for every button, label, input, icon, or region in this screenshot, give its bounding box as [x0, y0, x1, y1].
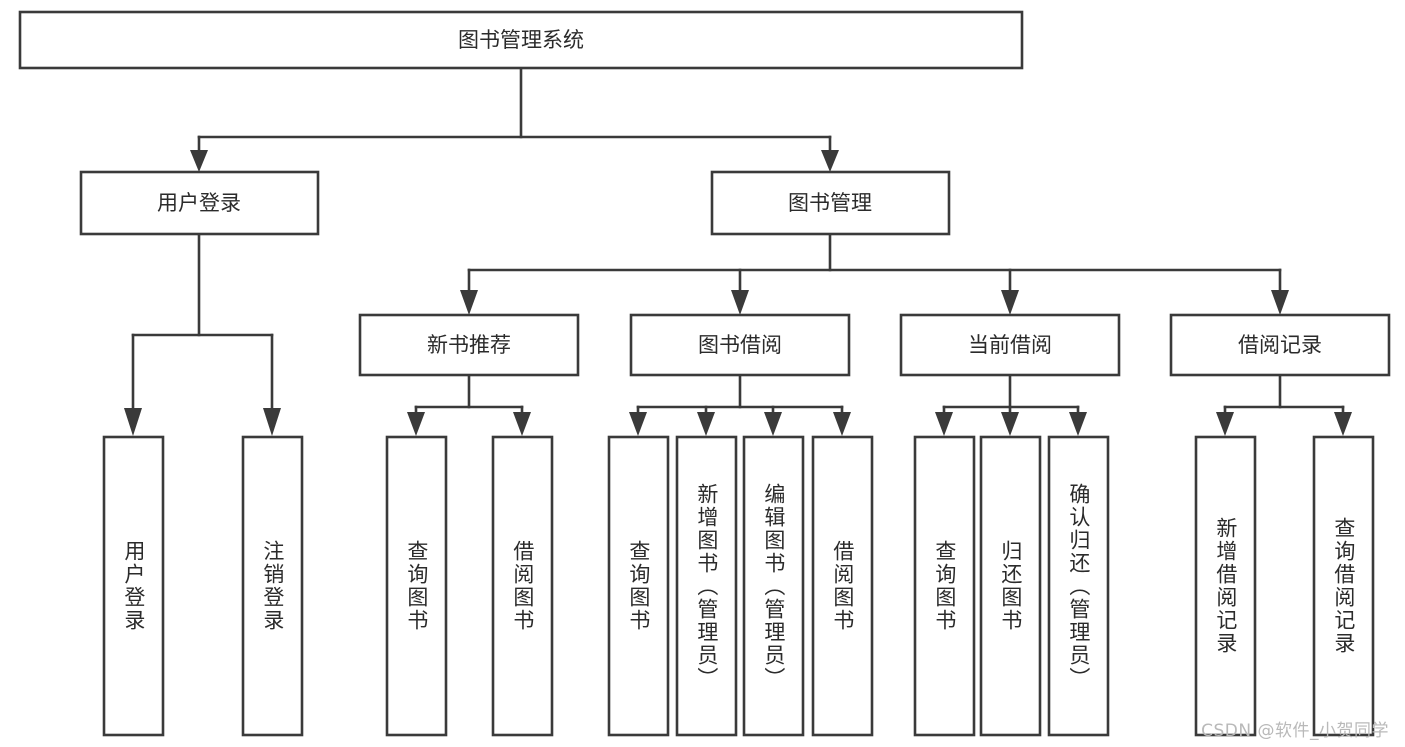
- node-leaf-borrow-book-2-box[interactable]: [811, 435, 874, 737]
- node-book-borrow-box[interactable]: [629, 313, 851, 377]
- node-leaf-borrow-book-1-box[interactable]: [491, 435, 554, 737]
- arrow-head-leaf-user-login: [124, 408, 142, 436]
- node-user-login-label: 用户登录: [157, 191, 241, 215]
- arrow-head-leaf-query-record: [1334, 412, 1352, 436]
- node-leaf-add-record-box[interactable]: [1194, 435, 1257, 737]
- node-leaf-query-record-box[interactable]: [1312, 435, 1375, 737]
- arrow-head-leaf-return-book: [1001, 412, 1019, 436]
- node-current-borrow-label: 当前借阅: [968, 333, 1052, 357]
- node-user-login[interactable]: 用户登录: [79, 170, 320, 236]
- node-user-login-box[interactable]: [79, 170, 320, 236]
- arrow-head-leaf-query-book-2: [629, 412, 647, 436]
- arrow-head-leaf-user-logout: [263, 408, 281, 436]
- arrow-head-current-borrow: [1001, 290, 1019, 315]
- arrow-head-book-manage: [821, 150, 839, 172]
- arrow-head-book-borrow: [731, 290, 749, 315]
- node-leaf-edit-book-box[interactable]: [742, 435, 805, 737]
- arrow-head-user-login: [190, 150, 208, 172]
- node-borrow-record-label: 借阅记录: [1238, 333, 1322, 357]
- node-leaf-user-login-box[interactable]: [102, 435, 165, 737]
- node-book-manage-label: 图书管理: [788, 191, 872, 215]
- node-new-book-recommend[interactable]: 新书推荐: [358, 313, 580, 377]
- node-leaf-query-book-2-box[interactable]: [607, 435, 670, 737]
- node-leaf-add-book-box[interactable]: [675, 435, 738, 737]
- arrow-head-borrow-record: [1271, 290, 1289, 315]
- arrow-head-leaf-add-record: [1216, 412, 1234, 436]
- node-book-borrow-label: 图书借阅: [698, 333, 782, 357]
- node-new-book-recommend-box[interactable]: [358, 313, 580, 377]
- arrow-head-leaf-edit-book: [764, 412, 782, 436]
- node-leaf-return-book-box[interactable]: [979, 435, 1042, 737]
- arrow-head-leaf-borrow-book-1: [513, 412, 531, 436]
- node-root[interactable]: 图书管理系统: [18, 10, 1024, 70]
- node-leaf-query-book-3-box[interactable]: [913, 435, 976, 737]
- node-new-book-recommend-label: 新书推荐: [427, 333, 511, 357]
- connector-group: [124, 66, 1352, 436]
- node-leaf-confirm-return-box[interactable]: [1047, 435, 1110, 737]
- arrow-head-leaf-borrow-book-2: [833, 412, 851, 436]
- arrow-head-new-book: [460, 290, 478, 315]
- node-book-manage-box[interactable]: [710, 170, 951, 236]
- node-leaf-user-logout-box[interactable]: [241, 435, 304, 737]
- node-current-borrow[interactable]: 当前借阅: [899, 313, 1121, 377]
- node-book-borrow[interactable]: 图书借阅: [629, 313, 851, 377]
- csdn-watermark: CSDN @软件_小贺同学: [1201, 721, 1389, 741]
- node-book-manage[interactable]: 图书管理: [710, 170, 951, 236]
- node-borrow-record[interactable]: 借阅记录: [1169, 313, 1391, 377]
- arrow-head-leaf-add-book: [697, 412, 715, 436]
- arrow-head-leaf-query-book-3: [935, 412, 953, 436]
- node-current-borrow-box[interactable]: [899, 313, 1121, 377]
- node-root-label: 图书管理系统: [458, 28, 584, 52]
- arrow-head-leaf-query-book-1: [407, 412, 425, 436]
- arrow-head-leaf-confirm-return: [1069, 412, 1087, 436]
- node-root-box[interactable]: [18, 10, 1024, 70]
- node-leaf-query-book-1-box[interactable]: [385, 435, 448, 737]
- node-borrow-record-box[interactable]: [1169, 313, 1391, 377]
